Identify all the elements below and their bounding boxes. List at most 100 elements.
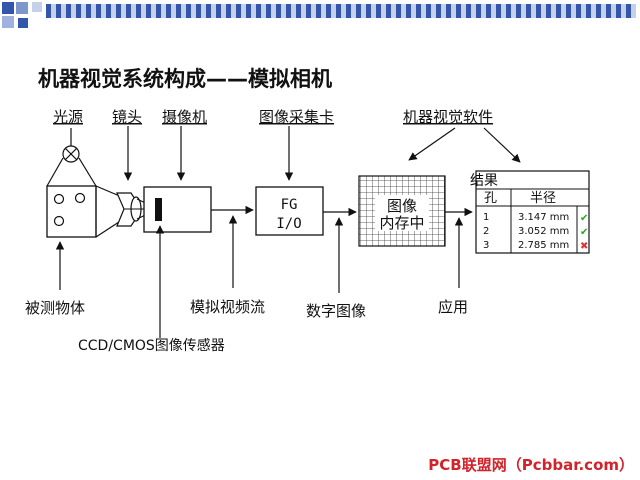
- band-tile: [336, 4, 341, 18]
- band-tile: [466, 4, 471, 18]
- band-tile: [531, 4, 536, 18]
- band-tile: [141, 4, 146, 18]
- results-table: [475, 170, 590, 254]
- object-block: [46, 185, 97, 238]
- memory-line1: 图像: [387, 197, 417, 215]
- band-tile: [576, 4, 581, 18]
- band-tile: [226, 4, 231, 18]
- band-tile: [581, 4, 586, 18]
- band-tile: [501, 4, 506, 18]
- row-value: 2.785 mm: [518, 240, 569, 251]
- band-tile: [416, 4, 421, 18]
- band-tile: [51, 4, 56, 18]
- band-tile: [626, 4, 631, 18]
- band-tile: [236, 4, 241, 18]
- band-tile: [156, 4, 161, 18]
- results-title: 结果: [470, 173, 498, 189]
- band-tile: [341, 4, 346, 18]
- band-tile: [536, 4, 541, 18]
- frame-grabber-box: [255, 186, 324, 236]
- band-tile: [176, 4, 181, 18]
- band-tile: [211, 4, 216, 18]
- check-icon: ✔: [580, 213, 588, 224]
- band-tile: [111, 4, 116, 18]
- band-tile: [556, 4, 561, 18]
- band-tile: [171, 4, 176, 18]
- band-tile: [66, 4, 71, 18]
- memory-line2: 内存中: [379, 214, 424, 232]
- band-tile: [381, 4, 386, 18]
- band-tile: [71, 4, 76, 18]
- band-tile: [596, 4, 601, 18]
- band-tile: [386, 4, 391, 18]
- band-tile: [281, 4, 286, 18]
- label-application: 应用: [438, 298, 468, 316]
- band-tile: [391, 4, 396, 18]
- band-tile: [551, 4, 556, 18]
- band-tile: [241, 4, 246, 18]
- band-tile: [526, 4, 531, 18]
- label-lens: 镜头: [112, 108, 142, 126]
- label-frame-grabber: 图像采集卡: [259, 108, 334, 126]
- band-tile: [516, 4, 521, 18]
- band-tile: [351, 4, 356, 18]
- band-tile: [621, 4, 626, 18]
- band-tile: [146, 4, 151, 18]
- band-tile: [421, 4, 426, 18]
- band-tile: [546, 4, 551, 18]
- band-tile: [206, 4, 211, 18]
- band-tile: [506, 4, 511, 18]
- band-tile: [611, 4, 616, 18]
- band-tile: [456, 4, 461, 18]
- results-row: 1 3.147 mm ✔: [483, 212, 588, 224]
- label-digital-image: 数字图像: [306, 302, 366, 320]
- camera-body: [143, 186, 212, 233]
- band-tile: [571, 4, 576, 18]
- band-tile: [301, 4, 306, 18]
- watermark: PCB联盟网（Pcbbar.com）: [428, 456, 634, 474]
- band-tile: [306, 4, 311, 18]
- band-tile: [521, 4, 526, 18]
- band-tile: [471, 4, 476, 18]
- band-tile: [396, 4, 401, 18]
- band-tile: [356, 4, 361, 18]
- band-tile: [406, 4, 411, 18]
- band-tile: [116, 4, 121, 18]
- band-tile: [231, 4, 236, 18]
- band-tile: [431, 4, 436, 18]
- corner-decoration: [2, 2, 42, 28]
- band-tile: [441, 4, 446, 18]
- band-tile: [151, 4, 156, 18]
- band-tile: [196, 4, 201, 18]
- band-tile: [251, 4, 256, 18]
- band-tile: [101, 4, 106, 18]
- band-tile: [76, 4, 81, 18]
- band-tile: [461, 4, 466, 18]
- band-tile: [96, 4, 101, 18]
- band-tile: [476, 4, 481, 18]
- band-tile: [61, 4, 66, 18]
- band-tile: [286, 4, 291, 18]
- band-tile: [256, 4, 261, 18]
- band-tile: [426, 4, 431, 18]
- band-tile: [631, 4, 636, 18]
- results-header-radius: 半径: [530, 191, 556, 206]
- band-tile: [491, 4, 496, 18]
- fg-label: FG: [281, 197, 298, 213]
- image-memory: [358, 175, 446, 247]
- band-tile: [271, 4, 276, 18]
- band-tile: [56, 4, 61, 18]
- band-tile: [121, 4, 126, 18]
- band-tile: [261, 4, 266, 18]
- band-tile: [481, 4, 486, 18]
- row-value: 3.147 mm: [518, 212, 569, 223]
- band-tile: [411, 4, 416, 18]
- band-tile: [296, 4, 301, 18]
- band-tile: [126, 4, 131, 18]
- label-light-source: 光源: [53, 108, 83, 126]
- band-tile: [371, 4, 376, 18]
- band-tile: [246, 4, 251, 18]
- band-tile: [166, 4, 171, 18]
